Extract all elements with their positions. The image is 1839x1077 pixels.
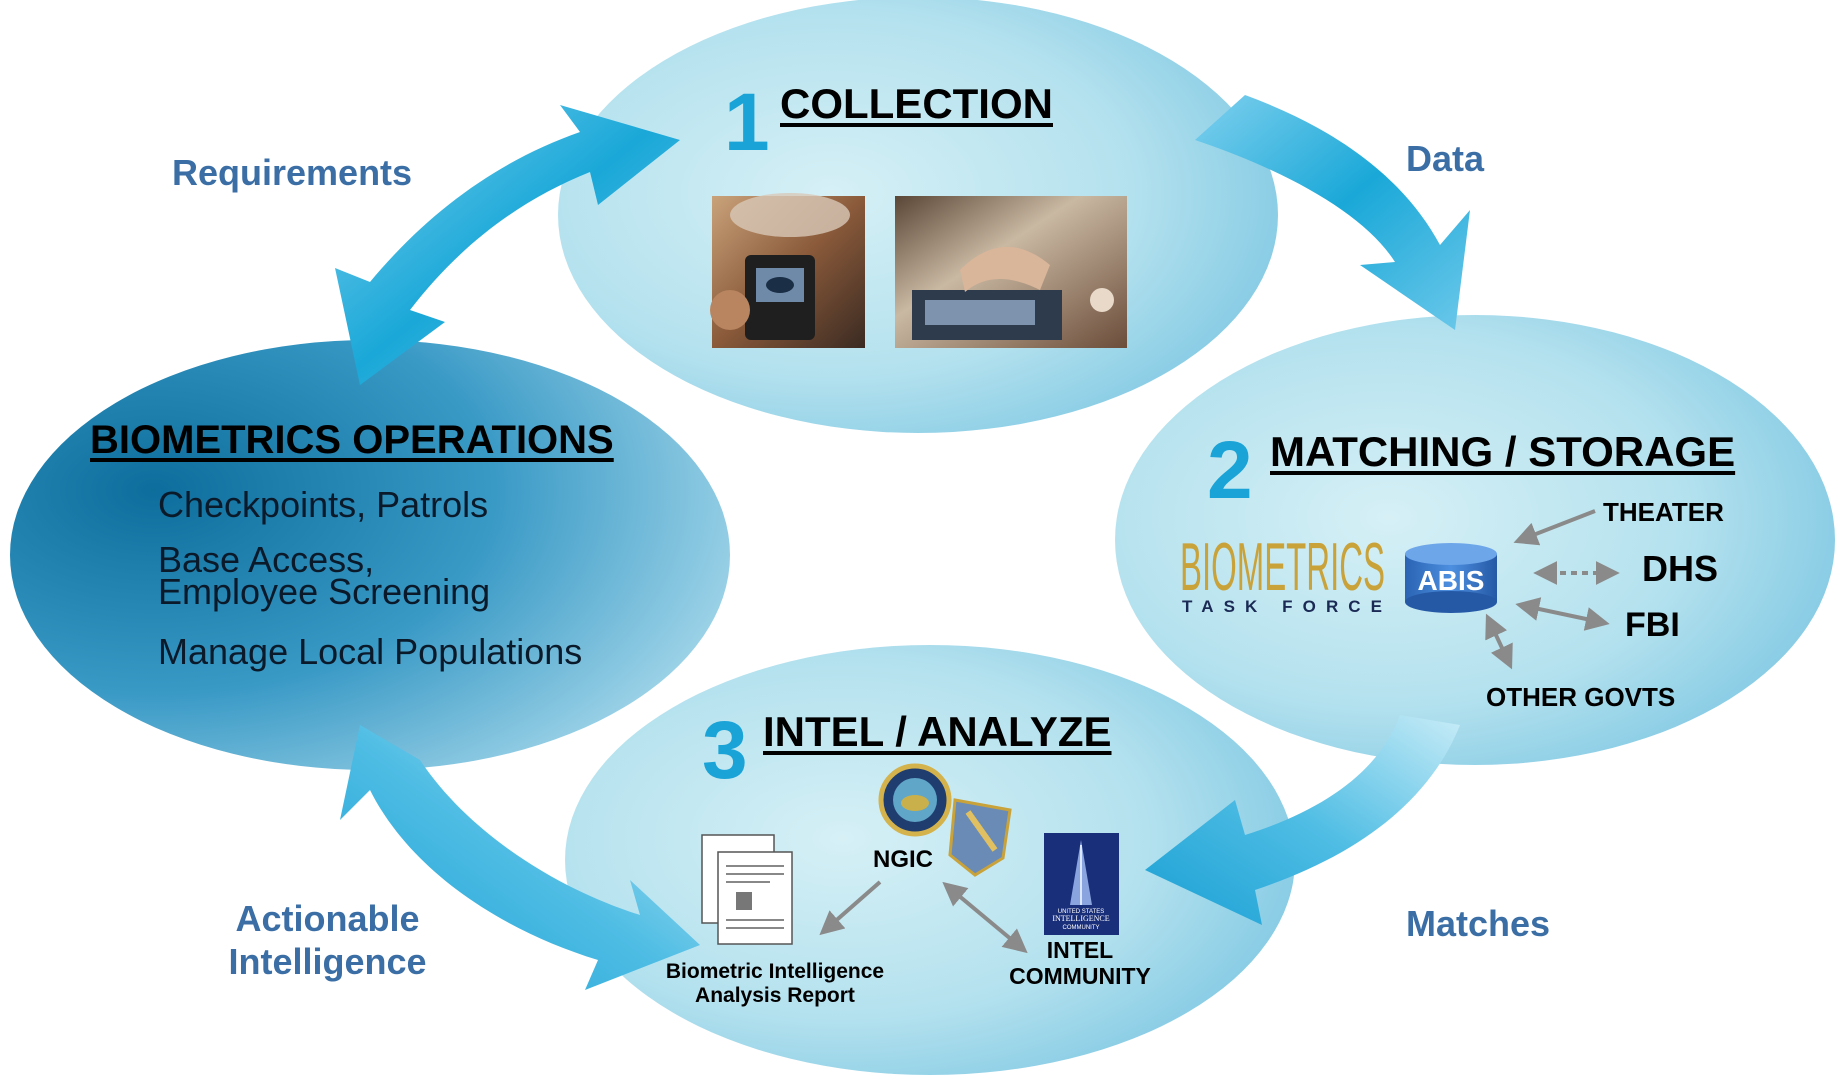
data-arrow bbox=[1195, 95, 1470, 330]
ngic-seal bbox=[878, 763, 952, 837]
operations-title: BIOMETRICS OPERATIONS bbox=[90, 418, 614, 462]
actionable-arrow bbox=[340, 725, 700, 990]
requirements-label: Requirements bbox=[172, 152, 413, 193]
report-document bbox=[701, 834, 793, 945]
ngic-report-connector bbox=[819, 880, 882, 936]
theater-label: THEATER bbox=[1603, 497, 1724, 527]
collection-number: 1 bbox=[724, 77, 770, 168]
fingerprint-scan-photo bbox=[895, 196, 1127, 348]
operations-item: Base Access, Employee Screening bbox=[158, 539, 491, 613]
iris-scan-photo bbox=[710, 193, 865, 348]
abis-label: ABIS bbox=[1418, 565, 1485, 596]
intel-title: INTEL / ANALYZE bbox=[763, 708, 1112, 755]
operations-item: Checkpoints, Patrols bbox=[158, 484, 489, 525]
theater-connector bbox=[1513, 509, 1596, 546]
fbi-label: FBI bbox=[1625, 606, 1680, 644]
svg-text:TASK FORCE: TASK FORCE bbox=[1182, 597, 1382, 616]
operations-item: Manage Local Populations bbox=[158, 631, 583, 672]
dhs-label: DHS bbox=[1642, 548, 1719, 589]
ngic-label: NGIC bbox=[873, 846, 933, 873]
svg-text:UNITED STATES: UNITED STATES bbox=[1058, 909, 1104, 915]
btf-logo: BIOMETRICS TASK FORCE bbox=[1180, 529, 1385, 616]
actionable-intelligence-label: Actionable Intelligence bbox=[228, 898, 427, 983]
army-shield bbox=[948, 798, 1012, 877]
matching-number: 2 bbox=[1207, 425, 1253, 516]
intel-community-label: INTEL COMMUNITY bbox=[1009, 937, 1151, 989]
fbi-connector bbox=[1515, 597, 1610, 631]
requirements-arrow bbox=[335, 105, 680, 385]
other-govts-connector bbox=[1485, 613, 1513, 670]
svg-text:BIOMETRICS: BIOMETRICS bbox=[1180, 529, 1385, 605]
matches-arrow bbox=[1145, 715, 1460, 925]
operations-oval bbox=[10, 340, 730, 770]
matching-oval bbox=[1115, 315, 1835, 765]
database-icon: ABIS bbox=[1405, 543, 1497, 613]
svg-text:INTELLIGENCE: INTELLIGENCE bbox=[1052, 914, 1109, 923]
report-label: Biometric Intelligence Analysis Report bbox=[665, 960, 885, 1007]
ngic-community-connector bbox=[942, 881, 1028, 954]
other-govts-label: OTHER GOVTS bbox=[1486, 682, 1676, 712]
matching-title: MATCHING / STORAGE bbox=[1270, 428, 1736, 475]
collection-title: COLLECTION bbox=[780, 80, 1053, 127]
intel-number: 3 bbox=[702, 705, 748, 796]
intel-community-seal: UNITED STATES INTELLIGENCE COMMUNITY bbox=[1044, 833, 1119, 935]
intel-oval bbox=[565, 645, 1295, 1075]
svg-text:COMMUNITY: COMMUNITY bbox=[1063, 925, 1100, 931]
matches-label: Matches bbox=[1406, 903, 1551, 944]
data-label: Data bbox=[1406, 138, 1485, 179]
